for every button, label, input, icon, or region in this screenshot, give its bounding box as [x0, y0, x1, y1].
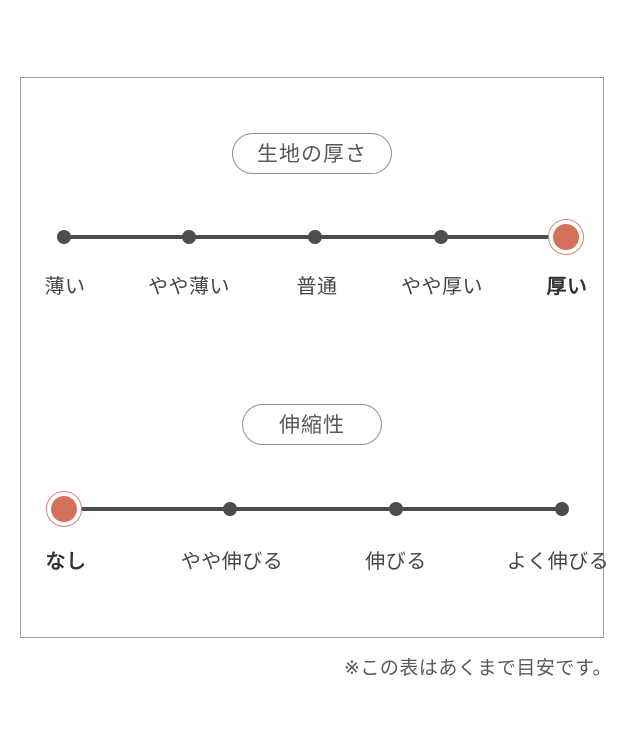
stretch-dot-stretch: [389, 502, 403, 516]
stretch-title: 伸縮性: [279, 413, 345, 437]
thickness-label-slightly-thick: やや厚い: [401, 274, 483, 298]
disclaimer-note: ※この表はあくまで目安です。: [343, 657, 612, 679]
stretch-dot-very-stretch: [555, 502, 569, 516]
stretch-label-very-stretch: よく伸びる: [506, 549, 610, 573]
thickness-dot-slightly-thin: [182, 230, 196, 244]
stretch-dot-slightly-stretch: [223, 502, 237, 516]
thickness-title: 生地の厚さ: [257, 142, 367, 166]
guide-box: 生地の厚さ 薄い やや薄い 普通 やや厚い 厚い 伸縮性 なし やや伸びる 伸び…: [20, 77, 609, 638]
thickness-selected-marker: [548, 219, 584, 255]
stretch-selected-marker: [46, 491, 82, 527]
thickness-title-pill: 生地の厚さ: [232, 133, 392, 174]
thickness-label-thin: 薄い: [44, 274, 86, 298]
thickness-dot-slightly-thick: [434, 230, 448, 244]
stretch-label-none: なし: [45, 549, 87, 573]
thickness-label-thick: 厚い: [546, 274, 588, 298]
stretch-label-stretch: 伸びる: [365, 549, 427, 573]
thickness-dot-thin: [57, 230, 71, 244]
stretch-scale-line: [64, 507, 562, 511]
stretch-selected-dot: [51, 496, 77, 522]
stretch-label-slightly-stretch: やや伸びる: [180, 549, 284, 573]
thickness-dot-normal: [308, 230, 322, 244]
thickness-label-normal: 普通: [296, 274, 338, 298]
stretch-title-pill: 伸縮性: [242, 404, 382, 445]
thickness-selected-dot: [553, 224, 579, 250]
thickness-label-slightly-thin: やや薄い: [148, 274, 230, 298]
